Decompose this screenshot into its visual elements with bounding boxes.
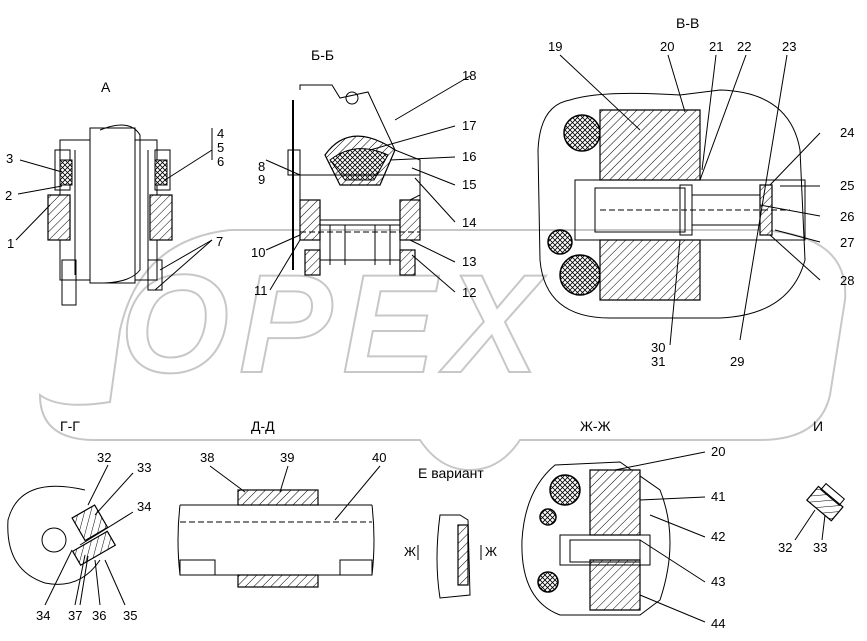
callout-10: 10	[251, 245, 265, 260]
callout-41: 41	[711, 489, 725, 504]
view-e-variant: Е вариант Ж Ж	[404, 465, 497, 599]
callout-2: 2	[5, 188, 12, 203]
callout-14: 14	[462, 215, 476, 230]
callout-13: 13	[462, 254, 476, 269]
callout-3: 3	[6, 151, 13, 166]
view-gg-title: Г-Г	[60, 418, 80, 434]
callout-1: 1	[7, 236, 14, 251]
view-a-title: А	[101, 79, 111, 95]
callout-21: 21	[709, 39, 723, 54]
view-dd: Д-Д 38 39 40	[177, 418, 386, 588]
callout-33b: 33	[813, 540, 827, 555]
callout-34b: 34	[36, 608, 50, 623]
callout-43: 43	[711, 574, 725, 589]
callout-30: 30	[651, 340, 665, 355]
callout-27: 27	[840, 235, 854, 250]
callout-34a: 34	[137, 499, 151, 514]
section-mark-zh-right: Ж	[485, 544, 497, 559]
view-dd-title: Д-Д	[251, 418, 275, 434]
view-a: А 3 2 1 4 5 6 7	[5, 79, 224, 306]
callout-42: 42	[711, 529, 725, 544]
callout-19: 19	[548, 39, 562, 54]
view-i: И 32 33	[778, 418, 846, 555]
view-bb: Б-Б 18 17 16 15 14 13 12 8 9 10 11	[251, 47, 476, 300]
callout-15: 15	[462, 177, 476, 192]
callout-25: 25	[840, 178, 854, 193]
callout-5: 5	[217, 140, 224, 155]
view-vv-title: В-В	[676, 15, 699, 31]
callout-24: 24	[840, 125, 854, 140]
callout-26: 26	[840, 209, 854, 224]
callout-32: 32	[97, 450, 111, 465]
callout-11: 11	[254, 283, 268, 298]
view-gg: Г-Г 32 33 34 34 37 36 35	[7, 418, 151, 623]
callout-7: 7	[216, 234, 223, 249]
view-vv: В-В 19 20 21 22 23 24 25 26 27 28	[537, 15, 854, 369]
callout-18: 18	[462, 68, 476, 83]
watermark-text: OPEX	[120, 245, 549, 402]
view-zhzh-title: Ж-Ж	[580, 418, 611, 434]
callout-38: 38	[200, 450, 214, 465]
watermark-logo: OPEX	[38, 229, 847, 472]
view-bb-title: Б-Б	[311, 47, 334, 63]
callout-12: 12	[462, 285, 476, 300]
section-mark-zh-left: Ж	[404, 544, 416, 559]
callout-20b: 20	[711, 444, 725, 459]
callout-9: 9	[258, 172, 265, 187]
view-i-title: И	[813, 418, 823, 434]
callout-8: 8	[258, 159, 265, 174]
callout-28: 28	[840, 273, 854, 288]
callout-4: 4	[217, 126, 224, 141]
callout-22: 22	[737, 39, 751, 54]
callout-39: 39	[280, 450, 294, 465]
callout-37: 37	[68, 608, 82, 623]
callout-20: 20	[660, 39, 674, 54]
view-e-title: Е вариант	[418, 465, 484, 481]
callout-29: 29	[730, 354, 744, 369]
callout-23: 23	[782, 39, 796, 54]
callout-36: 36	[92, 608, 106, 623]
callout-17: 17	[462, 118, 476, 133]
callout-44: 44	[711, 616, 725, 631]
view-zhzh: Ж-Ж 20 41 42 43 44	[521, 418, 725, 631]
callout-31: 31	[651, 354, 665, 369]
callout-40: 40	[372, 450, 386, 465]
callout-35: 35	[123, 608, 137, 623]
callout-16: 16	[462, 149, 476, 164]
callout-32b: 32	[778, 540, 792, 555]
callout-33: 33	[137, 460, 151, 475]
callout-6: 6	[217, 154, 224, 169]
